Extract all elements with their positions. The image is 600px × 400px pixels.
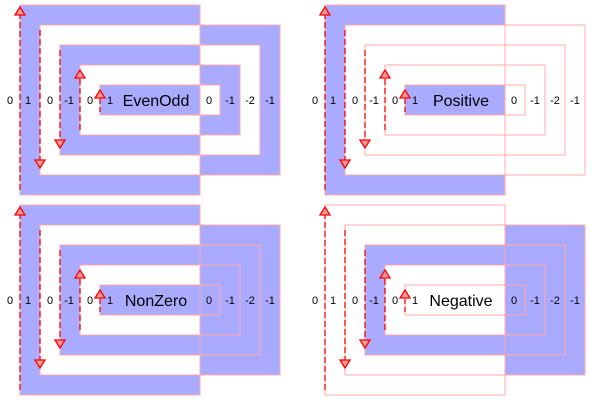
path-outlines — [19, 204, 281, 396]
fill-rule-name: Negative — [429, 293, 492, 310]
arrow-head-up-icon — [398, 88, 412, 99]
winding-label-right: -1 — [530, 295, 540, 307]
arrow-head-up-icon — [378, 268, 392, 279]
winding-label-right: -1 — [225, 95, 235, 107]
arrow-head-up-icon — [93, 88, 107, 99]
arrow-head-down-icon — [358, 339, 372, 350]
winding-label-left: 0 — [7, 295, 13, 307]
filled-regions — [325, 5, 505, 195]
winding-label-right: -2 — [550, 95, 560, 107]
arrow-head-down-icon — [358, 139, 372, 150]
winding-label-left: 0 — [352, 95, 358, 107]
fill-rule-name: Positive — [433, 93, 489, 110]
winding-label-right: -1 — [225, 295, 235, 307]
winding-label-left: -1 — [369, 95, 379, 107]
winding-label-left: -1 — [64, 95, 74, 107]
winding-label-right: -2 — [550, 295, 560, 307]
arrow-head-down-icon — [338, 359, 352, 370]
arrow-head-up-icon — [13, 205, 27, 216]
winding-label-left: 0 — [87, 95, 93, 107]
winding-label-right: -2 — [245, 295, 255, 307]
winding-label-right: -2 — [245, 95, 255, 107]
arrow-head-down-icon — [338, 159, 352, 170]
winding-label-left: 0 — [392, 95, 398, 107]
panel-positive — [324, 4, 586, 196]
arrow-head-down-icon — [33, 359, 47, 370]
winding-label-left: 1 — [412, 295, 418, 307]
winding-label-left: 1 — [330, 295, 336, 307]
arrow-head-up-icon — [73, 268, 87, 279]
winding-label-left: 1 — [107, 95, 113, 107]
winding-label-left: 0 — [87, 295, 93, 307]
panel-evenodd — [19, 4, 281, 196]
winding-label-left: 1 — [25, 295, 31, 307]
arrow-head-up-icon — [13, 5, 27, 16]
winding-label-left: 0 — [352, 295, 358, 307]
arrow-head-up-icon — [93, 288, 107, 299]
winding-label-left: 1 — [107, 295, 113, 307]
fill-rule-name: NonZero — [125, 293, 187, 310]
arrow-head-down-icon — [53, 139, 67, 150]
winding-label-right: 0 — [206, 295, 212, 307]
winding-label-right: 0 — [206, 95, 212, 107]
panel-negative — [324, 204, 586, 396]
winding-label-right: 0 — [511, 295, 517, 307]
winding-label-left: -1 — [369, 295, 379, 307]
winding-label-left: 1 — [412, 95, 418, 107]
winding-label-right: -1 — [570, 95, 580, 107]
arrow-head-up-icon — [73, 68, 87, 79]
winding-label-left: 0 — [312, 95, 318, 107]
winding-label-left: -1 — [64, 295, 74, 307]
panel-nonzero — [19, 204, 281, 396]
winding-label-left: 0 — [47, 95, 53, 107]
arrow-head-up-icon — [398, 288, 412, 299]
winding-label-left: 0 — [392, 295, 398, 307]
arrow-head-down-icon — [53, 339, 67, 350]
winding-label-right: 0 — [511, 95, 517, 107]
winding-label-right: -1 — [265, 95, 275, 107]
winding-label-right: -1 — [265, 295, 275, 307]
arrow-head-down-icon — [33, 159, 47, 170]
arrow-head-up-icon — [318, 5, 332, 16]
winding-label-left: 0 — [312, 295, 318, 307]
fill-rule-name: EvenOdd — [123, 93, 190, 110]
winding-label-left: 1 — [330, 95, 336, 107]
winding-label-left: 0 — [47, 295, 53, 307]
winding-label-left: 0 — [7, 95, 13, 107]
arrow-head-up-icon — [378, 68, 392, 79]
winding-label-left: 1 — [25, 95, 31, 107]
winding-label-right: -1 — [570, 295, 580, 307]
winding-label-right: -1 — [530, 95, 540, 107]
arrow-head-up-icon — [318, 205, 332, 216]
